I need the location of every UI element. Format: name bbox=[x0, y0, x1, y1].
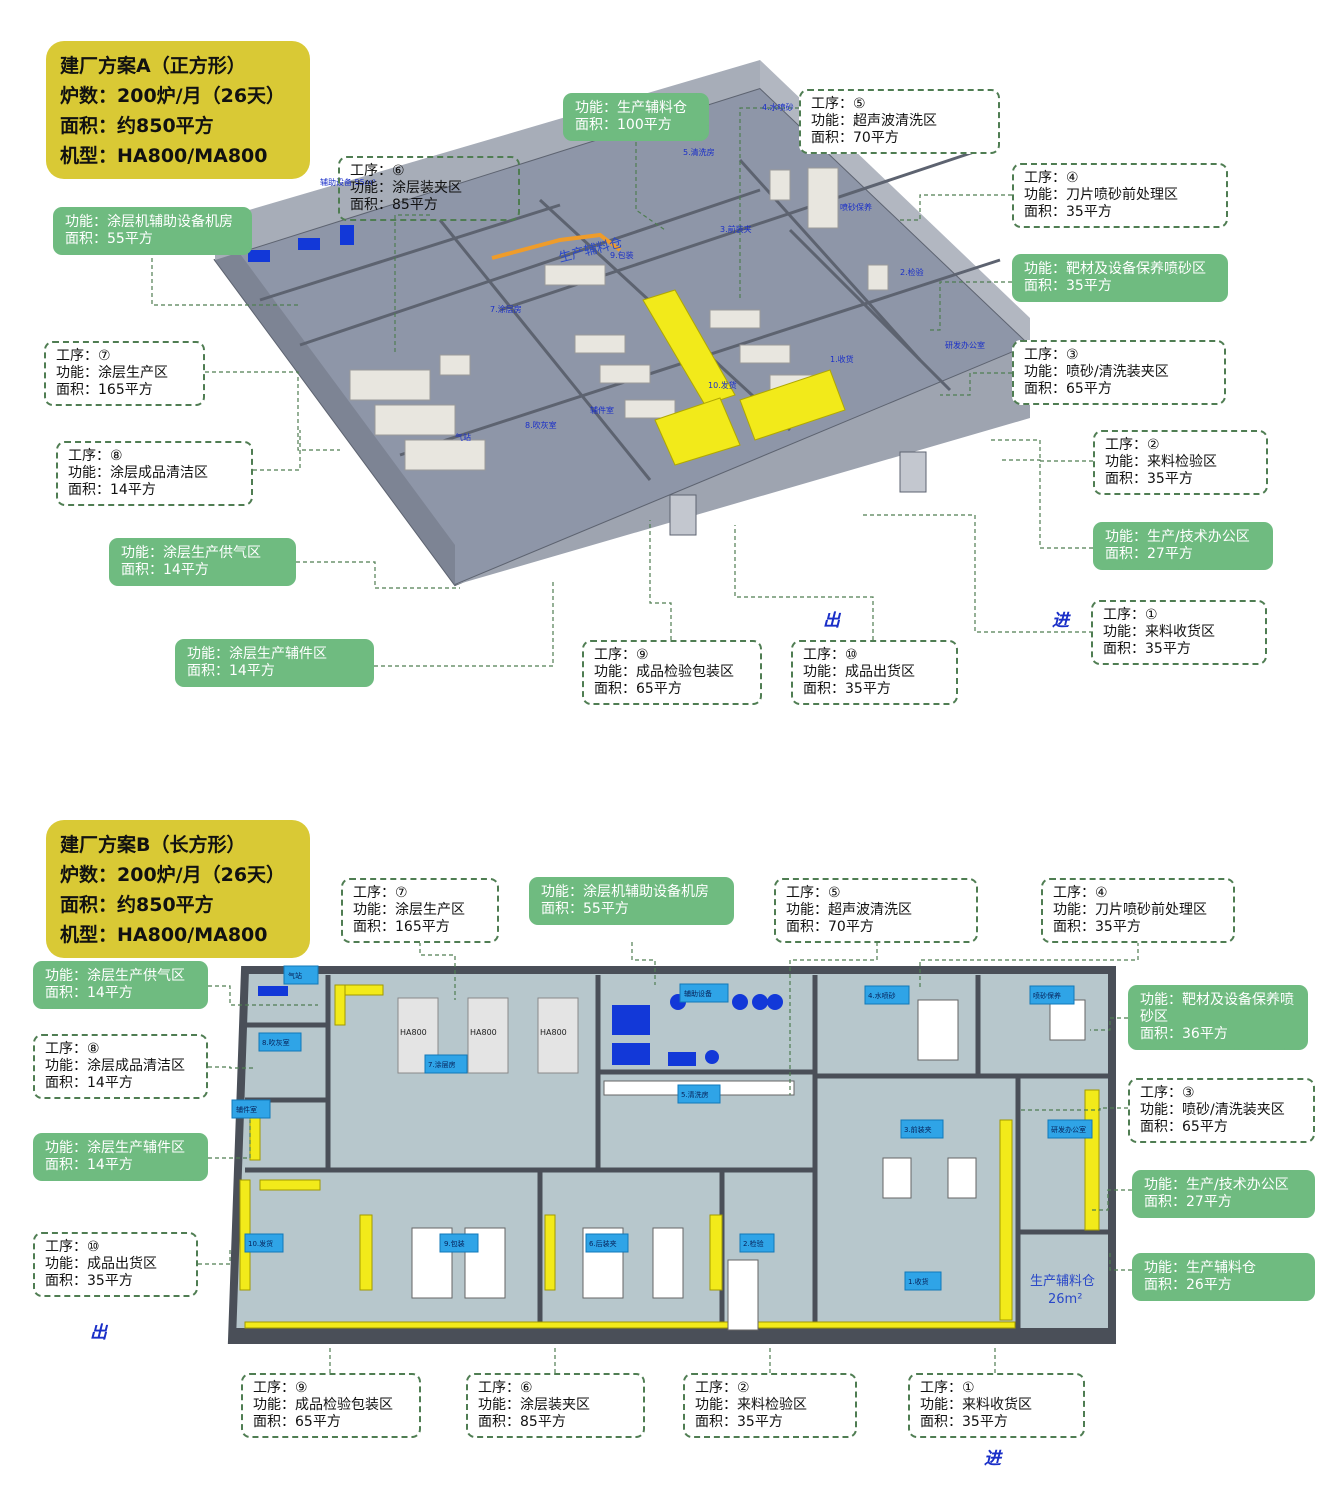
callout-b-p5: 工序：⑤ 功能：超声波清洗区 面积：70平方 bbox=[774, 878, 978, 943]
callout-b-target: 功能：靶材及设备保养喷砂区 面积：36平方 bbox=[1128, 985, 1308, 1050]
svg-text:2.检验: 2.检验 bbox=[743, 1239, 764, 1248]
plan-b-entry-label: 进 bbox=[984, 1449, 1001, 1469]
callout-a-p5: 工序：⑤ 功能：超声波清洗区 面积：70平方 bbox=[799, 89, 1000, 154]
plan-a-furnace: 炉数：200炉/月（26天） bbox=[60, 85, 286, 107]
svg-text:8.吹灰室: 8.吹灰室 bbox=[525, 420, 557, 430]
svg-text:辅助设备 55m²: 辅助设备 55m² bbox=[320, 177, 376, 187]
callout-b-p4: 工序：④ 功能：刀片喷砂前处理区 面积：35平方 bbox=[1041, 878, 1235, 943]
plan-b-title-box: 建厂方案B（长方形） 炉数：200炉/月（26天） 面积：约850平方 机型：H… bbox=[46, 820, 310, 958]
plan-b-title: 建厂方案B（长方形） bbox=[60, 834, 246, 856]
callout-b-p7: 工序：⑦ 功能：涂层生产区 面积：165平方 bbox=[341, 878, 499, 943]
callout-b-p1: 工序：① 功能：来料收货区 面积：35平方 bbox=[908, 1373, 1085, 1438]
svg-text:5.清洗房: 5.清洗房 bbox=[683, 147, 715, 157]
svg-text:9.包装: 9.包装 bbox=[444, 1239, 465, 1248]
plan-a-entry-label: 进 bbox=[1052, 611, 1069, 631]
callout-a-parts: 功能：涂层生产辅件区 面积：14平方 bbox=[175, 639, 374, 687]
svg-text:3.前装夹: 3.前装夹 bbox=[904, 1125, 932, 1134]
plan-a-title-box: 建厂方案A（正方形） 炉数：200炉/月（26天） 面积：约850平方 机型：H… bbox=[46, 41, 310, 179]
svg-text:1.收货: 1.收货 bbox=[908, 1277, 929, 1286]
plan-a-exit-label: 出 bbox=[823, 611, 840, 631]
callout-a-office: 功能：生产/技术办公区 面积：27平方 bbox=[1093, 522, 1273, 570]
plan-b-area: 面积：约850平方 bbox=[60, 894, 214, 916]
svg-text:9.包装: 9.包装 bbox=[610, 250, 634, 260]
callout-a-aux-room: 功能：涂层机辅助设备机房 面积：55平方 bbox=[53, 207, 252, 255]
callout-b-aux-room: 功能：涂层机辅助设备机房 面积：55平方 bbox=[529, 877, 734, 925]
svg-text:7.涂层房: 7.涂层房 bbox=[428, 1060, 456, 1069]
plan-a-model: 机型：HA800/MA800 bbox=[60, 145, 268, 167]
svg-text:26m²: 26m² bbox=[1048, 1292, 1082, 1307]
callout-b-p6: 工序：⑥ 功能：涂层装夹区 面积：85平方 bbox=[466, 1373, 645, 1438]
callout-b-p9: 工序：⑨ 功能：成品检验包装区 面积：65平方 bbox=[241, 1373, 421, 1438]
svg-text:研发办公室: 研发办公室 bbox=[1051, 1125, 1086, 1134]
svg-text:6.后装夹: 6.后装夹 bbox=[589, 1239, 617, 1248]
plan-b-furnace: 炉数：200炉/月（26天） bbox=[60, 864, 286, 886]
plan-b-exit-label: 出 bbox=[90, 1323, 107, 1343]
svg-text:8.吹灰室: 8.吹灰室 bbox=[262, 1038, 290, 1047]
svg-text:4.水喷砂: 4.水喷砂 bbox=[868, 991, 896, 1000]
plan-a-floorplan: 辅助设备 55m² 5.清洗房 4.水喷砂 喷砂保养 3.前装夹 2.检验 7.… bbox=[151, 60, 1093, 667]
svg-text:10.发货: 10.发货 bbox=[708, 380, 737, 390]
svg-text:3.前装夹: 3.前装夹 bbox=[720, 224, 752, 234]
plan-a-area: 面积：约850平方 bbox=[60, 115, 214, 137]
callout-a-target: 功能：靶材及设备保养喷砂区 面积：35平方 bbox=[1012, 254, 1228, 302]
svg-text:研发办公室: 研发办公室 bbox=[945, 340, 985, 350]
svg-text:10.发货: 10.发货 bbox=[248, 1239, 273, 1248]
callout-a-gas: 功能：涂层生产供气区 面积：14平方 bbox=[109, 538, 296, 586]
callout-b-p10: 工序：⑩ 功能：成品出货区 面积：35平方 bbox=[33, 1232, 198, 1297]
callout-a-p1: 工序：① 功能：来料收货区 面积：35平方 bbox=[1091, 600, 1267, 665]
plan-b-model: 机型：HA800/MA800 bbox=[60, 924, 268, 946]
svg-text:辅件室: 辅件室 bbox=[590, 405, 614, 415]
svg-text:生产辅料仓: 生产辅料仓 bbox=[1030, 1274, 1095, 1289]
svg-text:1.收货: 1.收货 bbox=[830, 354, 854, 364]
callout-a-p2: 工序：② 功能：来料检验区 面积：35平方 bbox=[1093, 430, 1268, 495]
callout-b-parts: 功能：涂层生产辅件区 面积：14平方 bbox=[33, 1133, 208, 1181]
callout-a-aux-store: 功能：生产辅料仓 面积：100平方 bbox=[563, 93, 709, 141]
callout-b-office: 功能：生产/技术办公区 面积：27平方 bbox=[1132, 1170, 1315, 1218]
svg-text:喷砂保养: 喷砂保养 bbox=[840, 202, 872, 212]
callout-a-p9: 工序：⑨ 功能：成品检验包装区 面积：65平方 bbox=[582, 640, 762, 705]
callout-b-aux-store: 功能：生产辅料仓 面积：26平方 bbox=[1132, 1253, 1315, 1301]
svg-text:5.清洗房: 5.清洗房 bbox=[681, 1090, 709, 1099]
svg-text:气站: 气站 bbox=[455, 432, 471, 442]
svg-text:HA800: HA800 bbox=[540, 1028, 567, 1037]
callout-b-p3: 工序：③ 功能：喷砂/清洗装夹区 面积：65平方 bbox=[1128, 1078, 1315, 1143]
svg-text:7.涂层房: 7.涂层房 bbox=[490, 304, 522, 314]
svg-text:气站: 气站 bbox=[288, 971, 302, 980]
callout-a-p6: 工序：⑥ 功能：涂层装夹区 面积：85平方 bbox=[338, 156, 520, 221]
svg-text:4.水喷砂: 4.水喷砂 bbox=[762, 102, 794, 112]
callout-a-p8: 工序：⑧ 功能：涂层成品清洁区 面积：14平方 bbox=[56, 441, 253, 506]
svg-text:HA800: HA800 bbox=[470, 1028, 497, 1037]
callout-a-p7: 工序：⑦ 功能：涂层生产区 面积：165平方 bbox=[44, 341, 205, 406]
callout-a-p3: 工序：③ 功能：喷砂/清洗装夹区 面积：65平方 bbox=[1012, 340, 1226, 405]
svg-text:HA800: HA800 bbox=[400, 1028, 427, 1037]
svg-text:辅件室: 辅件室 bbox=[236, 1105, 257, 1114]
svg-text:2.检验: 2.检验 bbox=[900, 267, 924, 277]
callout-a-p4: 工序：④ 功能：刀片喷砂前处理区 面积：35平方 bbox=[1012, 163, 1228, 228]
callout-b-p2: 工序：② 功能：来料检验区 面积：35平方 bbox=[683, 1373, 857, 1438]
callout-b-p8: 工序：⑧ 功能：涂层成品清洁区 面积：14平方 bbox=[33, 1034, 208, 1099]
callout-b-gas: 功能：涂层生产供气区 面积：14平方 bbox=[33, 961, 208, 1009]
callout-a-p10: 工序：⑩ 功能：成品出货区 面积：35平方 bbox=[791, 640, 958, 705]
plan-a-title: 建厂方案A（正方形） bbox=[60, 55, 246, 77]
svg-text:喷砂保养: 喷砂保养 bbox=[1033, 991, 1061, 1000]
svg-text:辅助设备: 辅助设备 bbox=[684, 989, 712, 998]
